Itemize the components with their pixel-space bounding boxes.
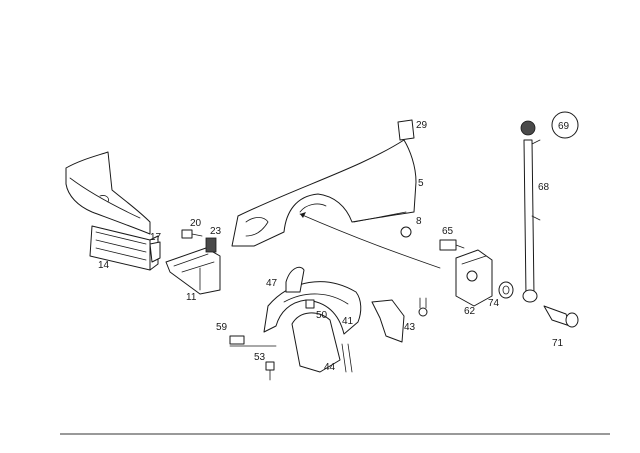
label-20: 20 bbox=[190, 218, 202, 229]
label-59: 59 bbox=[216, 322, 228, 333]
label-47: 47 bbox=[266, 278, 278, 289]
part-65-bolt bbox=[439, 239, 465, 251]
part-71-bolt bbox=[543, 305, 579, 328]
part-74-washer bbox=[498, 281, 514, 299]
label-23: 23 bbox=[210, 226, 222, 237]
part-17-clip bbox=[149, 241, 161, 263]
label-8: 8 bbox=[416, 216, 422, 227]
label-74: 74 bbox=[488, 298, 500, 309]
label-62: 62 bbox=[464, 306, 476, 317]
part-41-wheel-liner bbox=[263, 281, 362, 335]
part-44-liner bbox=[291, 312, 353, 373]
label-17: 17 bbox=[150, 232, 162, 243]
part-59-clip bbox=[229, 335, 277, 347]
part-50-clip bbox=[305, 299, 315, 309]
part-8-cap bbox=[400, 226, 412, 238]
label-5: 5 bbox=[418, 178, 424, 189]
part-5-fender bbox=[231, 139, 417, 247]
label-65: 65 bbox=[442, 226, 454, 237]
label-43: 43 bbox=[404, 322, 416, 333]
part-47-liner-piece bbox=[285, 266, 305, 293]
label-44: 44 bbox=[324, 362, 336, 373]
label-53: 53 bbox=[254, 352, 266, 363]
part-29-clip bbox=[397, 119, 415, 141]
part-20-bolt bbox=[181, 229, 203, 239]
label-50: 50 bbox=[316, 310, 328, 321]
label-14: 14 bbox=[98, 260, 110, 271]
part-69-ball-head bbox=[520, 120, 536, 136]
part-68-support-rod bbox=[522, 139, 541, 303]
label-41: 41 bbox=[342, 316, 354, 327]
assembly-arrow bbox=[299, 212, 441, 269]
label-69: 69 bbox=[558, 121, 570, 132]
part-62-mount-bracket bbox=[455, 249, 493, 307]
label-11: 11 bbox=[186, 292, 197, 303]
label-68: 68 bbox=[538, 182, 550, 193]
part-69-highlight bbox=[551, 111, 579, 139]
label-71: 71 bbox=[552, 338, 564, 349]
part-53-screw bbox=[265, 361, 275, 381]
bumper-cover bbox=[65, 151, 151, 235]
part-43-side-liner bbox=[371, 297, 428, 343]
part-11-bracket bbox=[165, 247, 221, 295]
part-23-nut bbox=[205, 237, 217, 253]
label-29: 29 bbox=[416, 120, 428, 131]
